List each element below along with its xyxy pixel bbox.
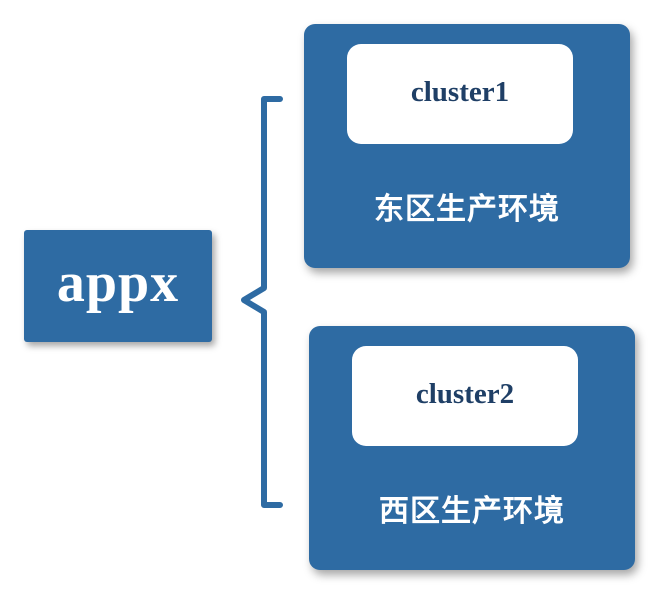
cluster-node-east: cluster1 东区生产环境 (304, 24, 630, 268)
bracket-path (241, 96, 283, 508)
app-node: appx (24, 230, 212, 342)
cluster-name: cluster1 (410, 75, 510, 108)
cluster-name: cluster2 (415, 377, 515, 410)
environment-label: 东区生产环境 (374, 192, 560, 227)
environment-label: 西区生产环境 (379, 494, 565, 529)
app-label: appx (56, 252, 180, 314)
cluster-name-box: cluster1 (347, 44, 573, 144)
bracket-connector (241, 96, 283, 508)
cluster-node-west: cluster2 西区生产环境 (309, 326, 635, 570)
cluster-name-box: cluster2 (352, 346, 578, 446)
